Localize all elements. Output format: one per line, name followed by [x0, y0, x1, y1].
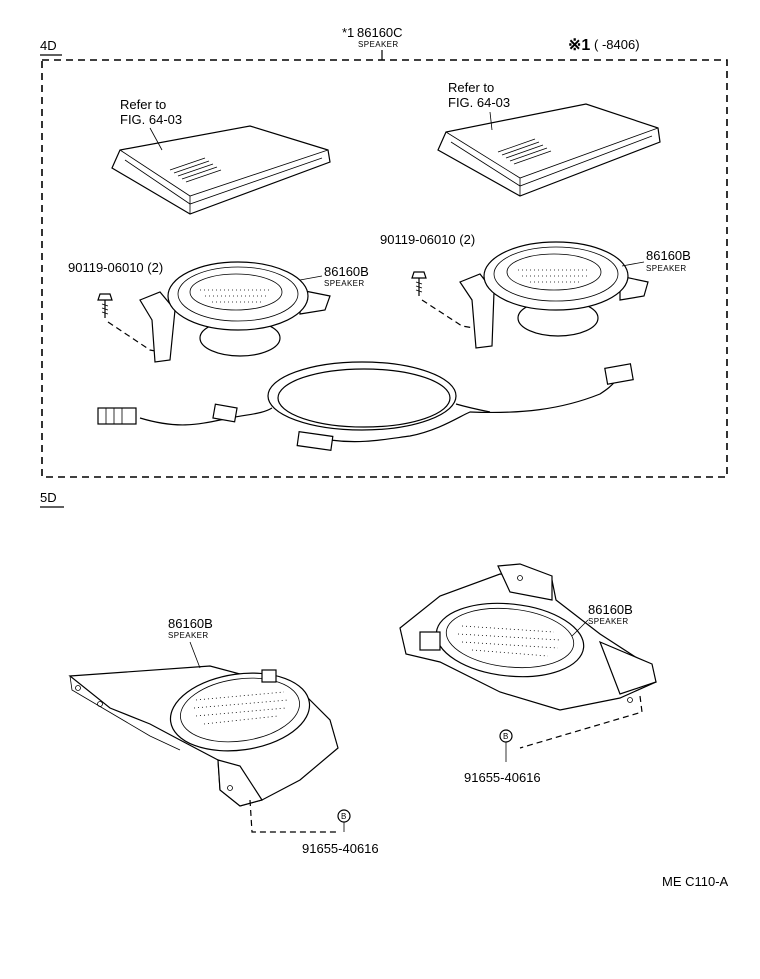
speaker-5d-left-name: SPEAKER	[168, 631, 209, 640]
speaker-4d-left-part-number: 86160B	[324, 264, 369, 279]
clip-right-mark: B	[503, 732, 509, 741]
grille-right-ref-line2: FIG. 64-03	[448, 95, 510, 110]
speaker-4d-left-leader	[299, 275, 323, 281]
clip-left-leader	[249, 799, 338, 833]
speaker-4d-left-name: SPEAKER	[324, 279, 365, 288]
speaker-4d-right-name: SPEAKER	[646, 264, 687, 273]
screw-right-part-number: 90119-06010 (2)	[380, 232, 475, 247]
clip-right-leader	[519, 695, 643, 749]
speaker-5d-right	[399, 563, 657, 711]
screw-right-leader	[421, 299, 475, 329]
speaker-4d-right	[459, 241, 649, 349]
assembly-frame-4d	[41, 59, 728, 478]
screw-left-icon	[97, 293, 113, 318]
figure-code: ME C110-A	[662, 874, 729, 889]
screw-left-leader	[107, 321, 161, 353]
grille-left-ref-line2: FIG. 64-03	[120, 112, 182, 127]
grille-left-ref-line1: Refer to	[120, 97, 166, 112]
screw-right-icon	[411, 271, 427, 296]
grille-right	[437, 103, 661, 197]
connector-bottom-icon	[296, 431, 334, 451]
grille-left	[111, 125, 331, 215]
clip-left-part-number: 91655-40616	[302, 841, 379, 856]
speaker-5d-left-leader	[189, 641, 201, 669]
speaker-5d-right-leader	[571, 619, 589, 637]
note-mark: ※1	[568, 37, 590, 54]
speaker-4d-right-part-number: 86160B	[646, 248, 691, 263]
clip-left-mark: B	[341, 812, 347, 821]
speaker-5d-right-part-number: 86160B	[588, 602, 633, 617]
speaker-4d-left	[139, 261, 331, 363]
speaker-5d-left	[68, 665, 339, 807]
screw-left-part-number: 90119-06010 (2)	[68, 260, 163, 275]
speaker-5d-left-part-number: 86160B	[168, 616, 213, 631]
assembly-part-number: 86160C	[357, 25, 403, 40]
connector-mid-icon	[212, 403, 238, 423]
connector-left-icon	[97, 407, 137, 425]
assembly-name: SPEAKER	[358, 40, 399, 49]
speaker-5d-right-name: SPEAKER	[588, 617, 629, 626]
wire-harness	[139, 361, 617, 443]
clip-right-part-number: 91655-40616	[464, 770, 541, 785]
speaker-4d-right-leader	[621, 261, 645, 267]
note-range: ( -8406)	[594, 37, 640, 52]
connector-right-icon	[604, 363, 634, 385]
assembly-mark: *1	[342, 25, 354, 40]
variant-label-5d: 5D	[40, 490, 57, 505]
grille-right-ref-line1: Refer to	[448, 80, 494, 95]
variant-label-4d: 4D	[40, 38, 57, 53]
